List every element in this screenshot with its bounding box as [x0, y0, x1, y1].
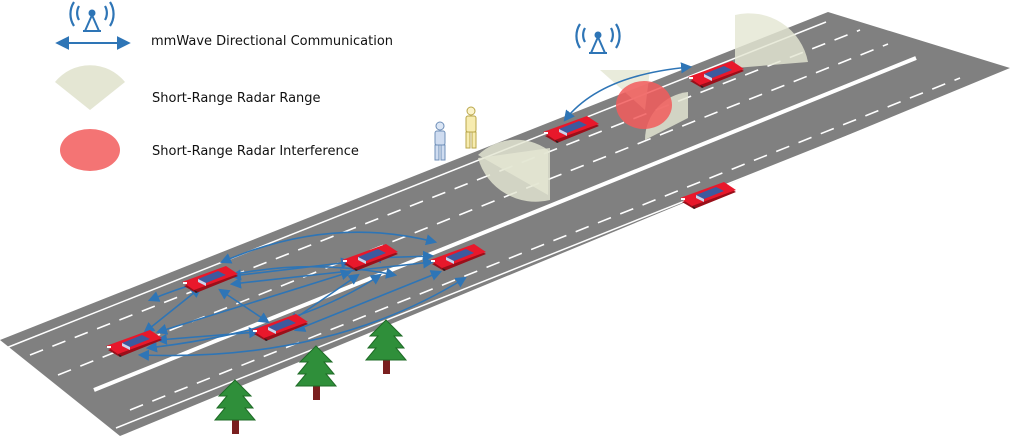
legend-antenna-icon: [69, 0, 115, 33]
radar-sector: [735, 13, 808, 68]
legend-symbols: [55, 0, 131, 171]
interference-circle-icon: [60, 129, 120, 171]
road: [0, 12, 1010, 436]
legend-label-radar-range: Short-Range Radar Range: [152, 91, 321, 106]
radar-interference-circle: [616, 81, 672, 129]
radar-sector-icon: [55, 65, 125, 110]
radar-sector: [478, 148, 550, 202]
pedestrian-yellow: [465, 106, 477, 149]
pedestrian-blue: [434, 121, 446, 161]
pedestrians: [434, 106, 477, 161]
center-divider: [93, 56, 917, 392]
lane-marking: [29, 29, 861, 356]
legend-label-interference: Short-Range Radar Interference: [152, 144, 359, 159]
antenna-icon: [575, 22, 621, 55]
legend-label-mmwave: mmWave Directional Communication: [151, 34, 394, 49]
